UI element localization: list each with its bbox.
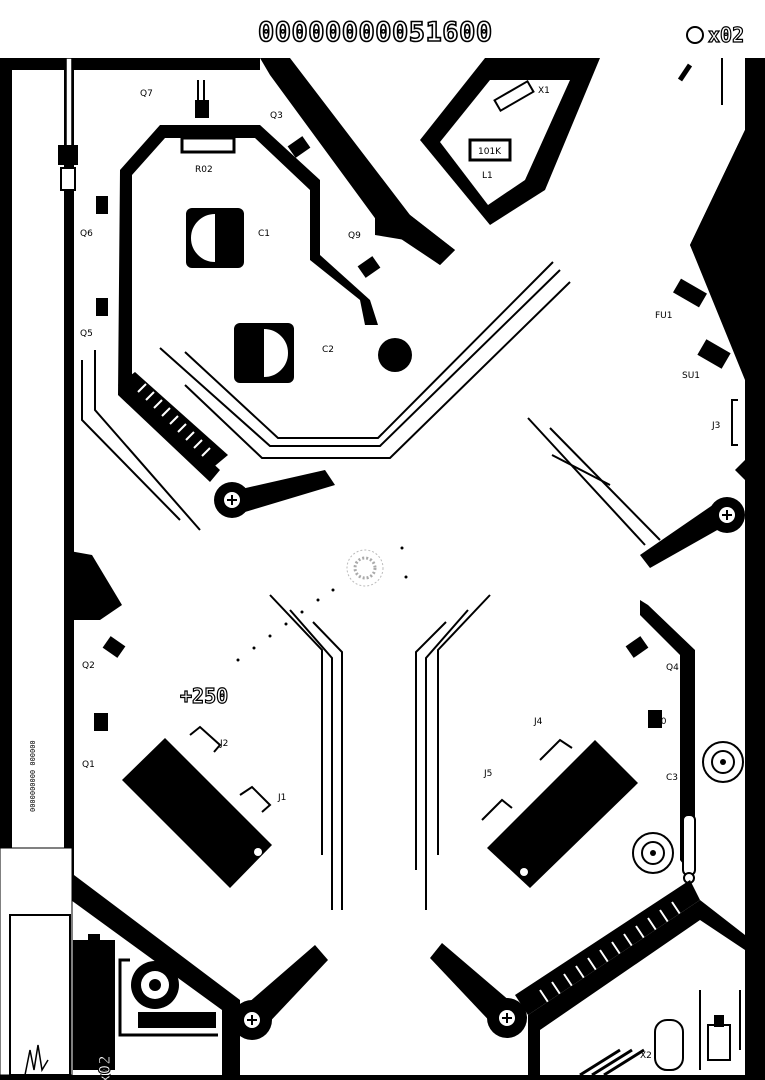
center-target[interactable] [346, 549, 384, 587]
right-mid-wall [640, 600, 695, 870]
fuse-fu1 [673, 278, 707, 308]
plunger-rod [65, 58, 73, 149]
label-q5: Q5 [80, 329, 93, 339]
left-wall [0, 58, 12, 1080]
balls-remaining: x02 [707, 22, 745, 47]
transistor-q10 [648, 710, 662, 728]
pinball-board[interactable]: 101K L1 X1 FU1 SU1 J3 Q7 Q3 R02 C1 C2 Q9… [0, 58, 765, 1080]
side-zigzag [24, 1044, 49, 1076]
bumper-lower-right[interactable] [632, 832, 674, 874]
label-q4: Q4 [666, 663, 679, 673]
side-text: 0000000000 000000 [29, 740, 37, 812]
bracket-j3 [731, 399, 738, 446]
label-j5: J5 [483, 769, 492, 779]
bumper-c3[interactable] [702, 741, 744, 783]
bracket-j2 [189, 725, 222, 753]
transistor-q4 [625, 636, 649, 658]
bracket-j5 [481, 798, 513, 821]
resistor-101k [468, 138, 512, 162]
pinball-ball [378, 338, 412, 372]
left-mid-slope [64, 550, 122, 620]
capacitor-c2 [234, 323, 294, 383]
bracket-j1 [239, 785, 272, 813]
gear-rack [138, 1012, 216, 1028]
lower-right-outlane [528, 900, 745, 1075]
label-j1: J1 [277, 793, 286, 803]
label-c3: C3 [666, 773, 678, 783]
bottom-stripes [579, 1048, 645, 1077]
label-c1: C1 [258, 229, 270, 239]
right-wall [745, 58, 765, 1080]
right-rubber-grill [515, 880, 700, 1015]
plunger-head[interactable] [58, 145, 78, 165]
label-j2: J2 [219, 739, 228, 749]
ic-chip-right [487, 740, 638, 888]
crystal-x2 [654, 1019, 684, 1071]
battery-pack [73, 934, 115, 1070]
chip-x1 [493, 79, 535, 113]
label-q6: Q6 [80, 229, 93, 239]
upper-right-flipper[interactable] [640, 497, 745, 568]
top-wall [0, 58, 260, 70]
transistor-q3 [287, 136, 311, 158]
label-x2: X2 [640, 1051, 652, 1061]
side-counter: x02 [95, 1055, 114, 1080]
switch-su1 [697, 339, 731, 369]
label-c2: C2 [322, 345, 334, 355]
label-j4: J4 [533, 717, 543, 727]
label-q3: Q3 [270, 111, 283, 121]
transistor-q1 [94, 713, 108, 731]
label-q7: Q7 [140, 89, 153, 99]
hud-bar: 00000000051600 x02 [0, 0, 765, 60]
bracket-j4 [539, 738, 573, 761]
label-q2: Q2 [82, 661, 95, 671]
points-popup: +250 [180, 684, 228, 708]
plunger-cap [60, 167, 76, 191]
upper-left-chamber-wall [118, 125, 378, 482]
center-inlane-rails [269, 594, 491, 910]
upper-left-flipper[interactable] [214, 470, 335, 518]
label-su1: SU1 [682, 371, 700, 381]
bottom-wall [0, 1075, 765, 1080]
label-x1: X1 [538, 86, 550, 96]
label-q1: Q1 [82, 760, 95, 770]
inner-triangle [375, 190, 455, 265]
aim-dots [236, 546, 408, 662]
right-post [682, 814, 696, 884]
capacitor-c1 [186, 208, 244, 268]
label-r02: R02 [195, 165, 213, 175]
label-q9: Q9 [348, 231, 361, 241]
resistor-r02 [180, 136, 236, 154]
plunger-lane-wall [64, 58, 74, 848]
transistor-q7 [195, 80, 209, 118]
transistor-q9 [357, 256, 381, 278]
rack-bracket [118, 958, 218, 1037]
right-kicker [690, 130, 745, 372]
score-display: 00000000051600 [257, 16, 493, 49]
ball-icon [686, 26, 704, 44]
resistor-101k-label: 101K [478, 147, 502, 157]
lower-left-outlane [64, 848, 240, 1075]
label-fu1: FU1 [655, 311, 673, 321]
label-j3: J3 [711, 421, 720, 431]
top-right-small-bar [677, 63, 693, 82]
label-q10: Q10 [648, 717, 667, 727]
ic-chip-left [122, 738, 272, 888]
transistor-q5 [96, 298, 108, 316]
side-battery [9, 914, 71, 1076]
upper-guide-rails [81, 261, 571, 531]
label-l1: L1 [482, 171, 493, 181]
right-bottom-switch [707, 1015, 731, 1061]
right-guide-rails [527, 417, 661, 546]
left-rubber-grill [118, 372, 228, 470]
left-flipper[interactable] [232, 945, 328, 1040]
right-flipper[interactable] [430, 943, 527, 1038]
transistor-q6 [96, 196, 108, 214]
gear-icon [131, 961, 179, 1009]
transistor-q2 [102, 636, 126, 658]
